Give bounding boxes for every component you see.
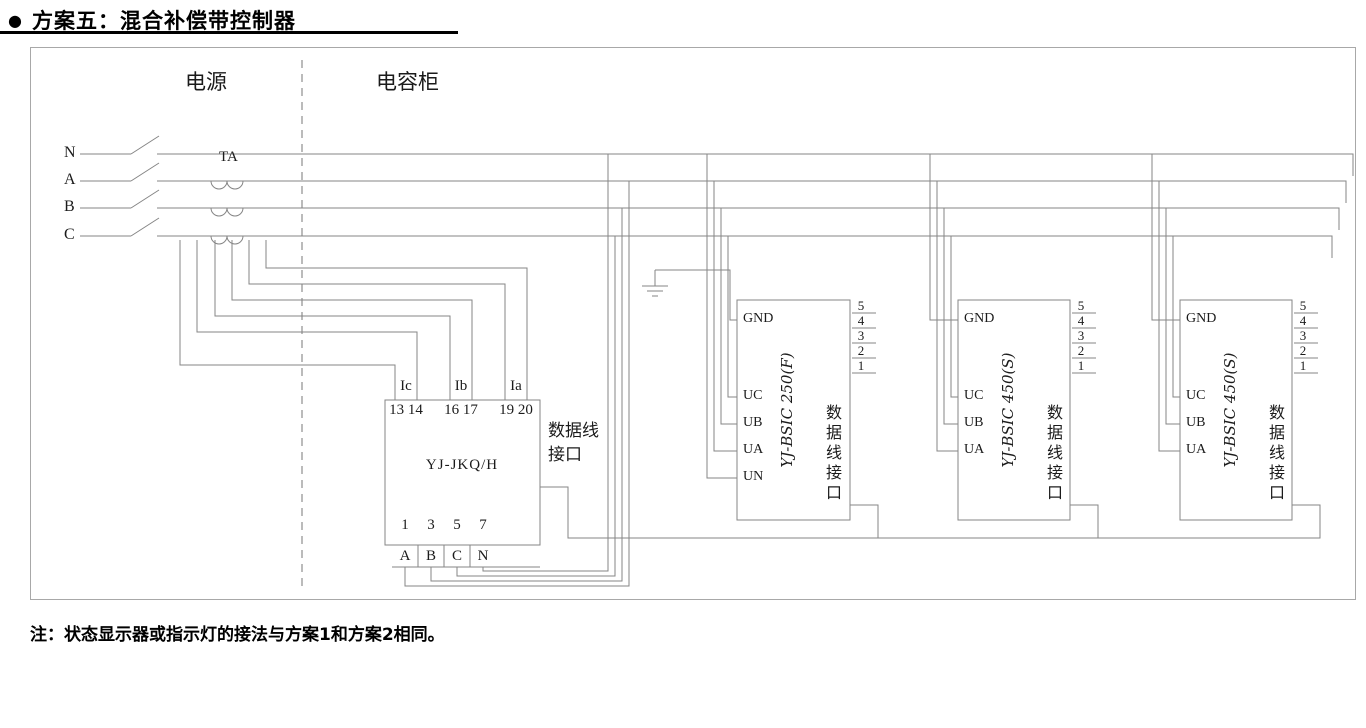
terminal-label: 3 xyxy=(857,328,865,343)
terminal-label: 5 xyxy=(1077,298,1085,313)
current-input-label-ic: Ic xyxy=(400,378,412,394)
controller-bottom-wires xyxy=(404,154,630,587)
terminal-label: 4 xyxy=(1299,313,1307,328)
bottom-phase-b: B xyxy=(425,548,437,564)
module3-box xyxy=(1179,299,1293,521)
terminal-pair-16-17: 16 17 xyxy=(444,402,478,418)
bottom-terminal-5: 5 xyxy=(453,517,461,533)
terminal-label: 2 xyxy=(857,343,865,358)
terminal-label: 3 xyxy=(1077,328,1085,343)
terminal-label: 5 xyxy=(857,298,865,313)
module-pin-label: UB xyxy=(743,415,763,430)
controller-terminal-strip xyxy=(392,545,540,568)
title-underline xyxy=(0,31,458,34)
zone-label-cabinet: 电容柜 xyxy=(376,70,439,94)
bottom-terminal-3: 3 xyxy=(427,517,435,533)
module-pin-label: UC xyxy=(743,388,763,403)
module-pin-label: UB xyxy=(1186,415,1206,430)
bottom-phase-c: C xyxy=(451,548,463,564)
module3-terminal-marks xyxy=(1294,312,1318,374)
bullet-icon: ● xyxy=(8,10,22,30)
module1-model: YJ-BSIC 250(F) xyxy=(778,352,796,468)
module1-terminal-marks xyxy=(852,312,876,374)
terminal-label: 3 xyxy=(1299,328,1307,343)
ct-label: TA xyxy=(219,149,238,165)
data-bus-wires xyxy=(540,486,1321,539)
phase-label-c: C xyxy=(64,226,75,243)
phase-label-n: N xyxy=(64,144,76,161)
terminal-label: 2 xyxy=(1077,343,1085,358)
module1-box xyxy=(736,299,851,521)
module2-data-port-label: 数据线接口 xyxy=(1044,404,1061,504)
zone-label-power: 电源 xyxy=(185,70,227,94)
terminal-label: 4 xyxy=(857,313,865,328)
ct-secondary-wires xyxy=(179,240,528,400)
controller-box xyxy=(384,399,541,546)
controller-model: YJ-JKQ/H xyxy=(425,457,499,473)
module-pin-label: UC xyxy=(1186,388,1206,403)
current-input-label-ia: Ia xyxy=(510,378,522,394)
bottom-phase-a: A xyxy=(399,548,411,564)
ct-coils xyxy=(210,180,244,245)
terminal-label: 1 xyxy=(1299,358,1307,373)
bottom-terminal-7: 7 xyxy=(479,517,487,533)
module-pin-label: UC xyxy=(964,388,984,403)
module-pin-label: UN xyxy=(743,469,764,484)
current-input-label-ib: Ib xyxy=(454,378,468,394)
module2-model: YJ-BSIC 450(S) xyxy=(999,352,1017,468)
module2-terminal-marks xyxy=(1072,312,1096,374)
module3-tap-wires xyxy=(1151,154,1180,452)
terminal-pair-13-14: 13 14 xyxy=(389,402,423,418)
ground-symbol xyxy=(642,269,737,321)
bottom-terminal-1: 1 xyxy=(401,517,409,533)
module2-box xyxy=(957,299,1071,521)
module-pin-label: GND xyxy=(964,311,995,326)
terminal-pair-19-20: 19 20 xyxy=(499,402,533,418)
terminal-label: 1 xyxy=(857,358,865,373)
terminal-label: 1 xyxy=(1077,358,1085,373)
module2-tap-wires xyxy=(929,154,958,452)
module-pin-label: UA xyxy=(1186,442,1207,457)
module-pin-label: UA xyxy=(743,442,764,457)
terminal-label: 5 xyxy=(1299,298,1307,313)
controller-data-port-label-1: 数据线 xyxy=(548,421,599,440)
terminal-label: 2 xyxy=(1299,343,1307,358)
module-pin-label: UA xyxy=(964,442,985,457)
module1-data-port-label: 数据线接口 xyxy=(823,404,840,504)
phase-label-b: B xyxy=(64,198,75,215)
breaker-switches xyxy=(130,135,160,237)
module-pin-label: GND xyxy=(1186,311,1217,326)
controller-data-port-label-2: 接口 xyxy=(548,445,582,464)
module-pin-label: GND xyxy=(743,311,774,326)
module3-data-port-label: 数据线接口 xyxy=(1266,404,1283,504)
diagram-frame xyxy=(30,47,1356,600)
page-title: ● 方案五：混合补偿带控制器 xyxy=(8,5,296,35)
page-title-text: 方案五：混合补偿带控制器 xyxy=(31,9,296,33)
module1-tap-wires xyxy=(706,154,737,479)
module3-model: YJ-BSIC 450(S) xyxy=(1221,352,1239,468)
bus-lines xyxy=(80,153,1354,258)
bottom-phase-n: N xyxy=(477,548,489,564)
phase-label-a: A xyxy=(64,171,76,188)
footnote: 注：状态显示器或指示灯的接法与方案1和方案2相同。 xyxy=(30,625,445,645)
module-pin-label: UB xyxy=(964,415,984,430)
terminal-label: 4 xyxy=(1077,313,1085,328)
